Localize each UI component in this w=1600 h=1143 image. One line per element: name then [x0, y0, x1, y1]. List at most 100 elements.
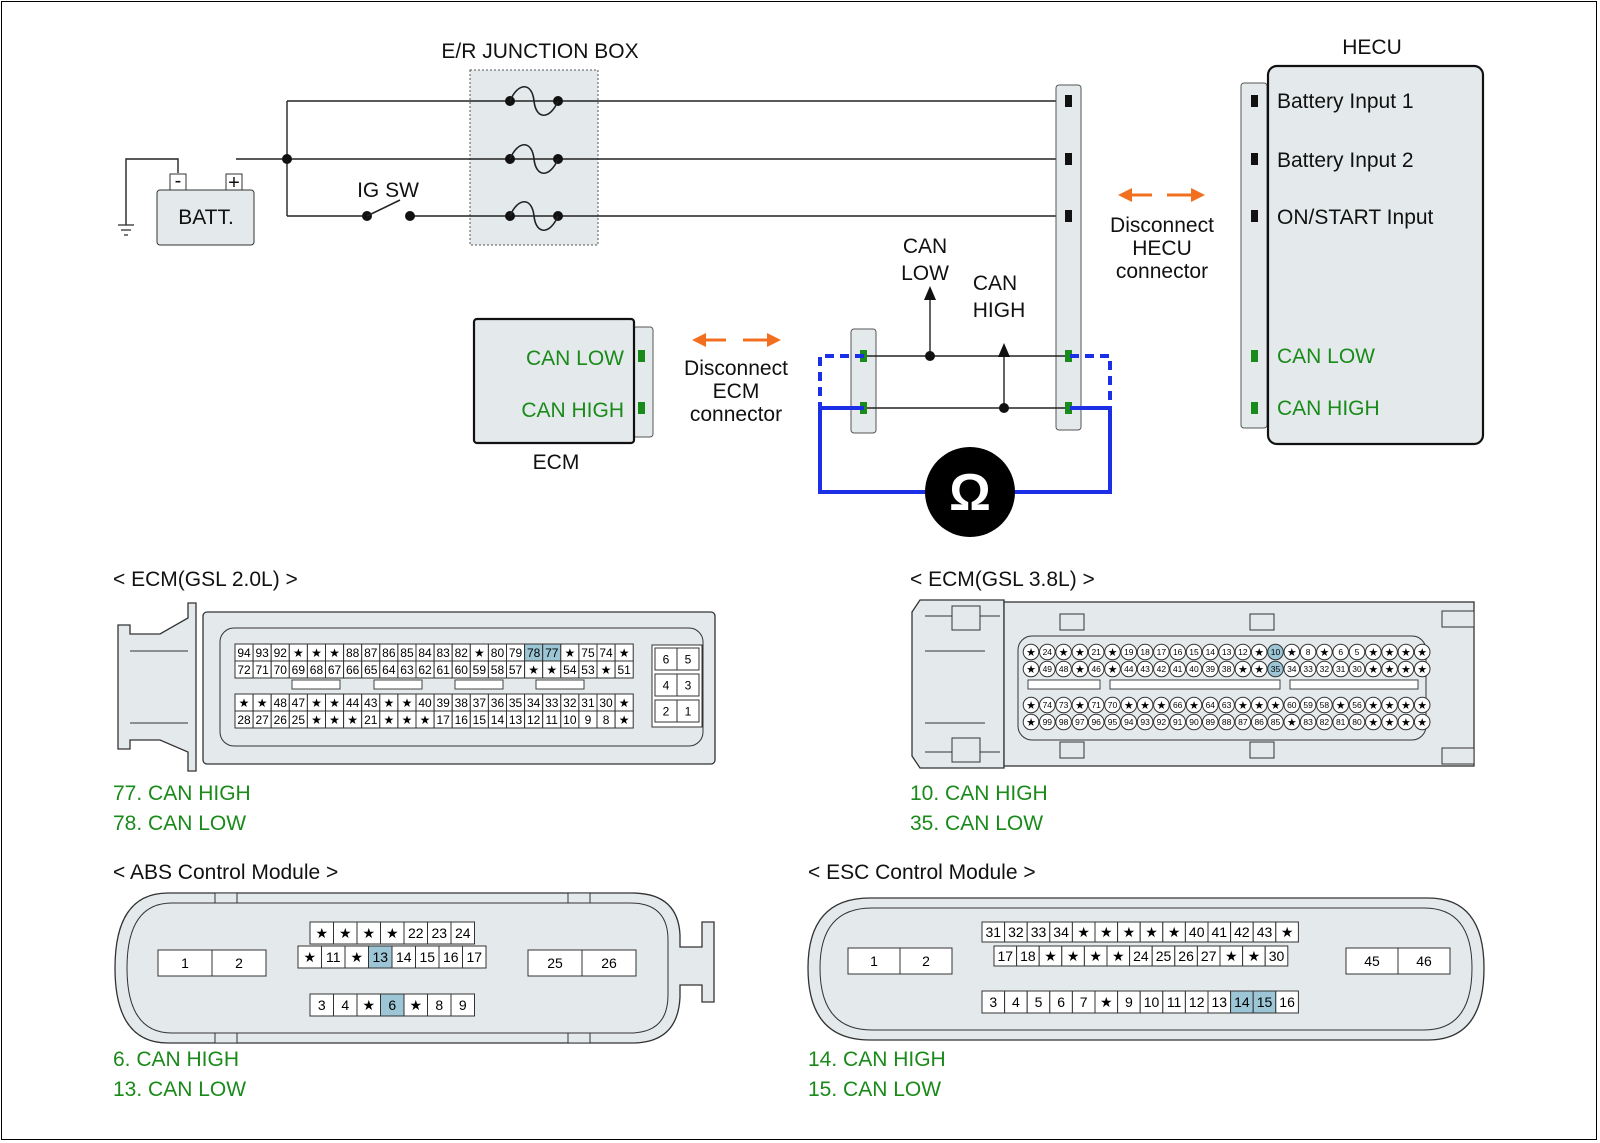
- pin-number: 33: [1031, 924, 1047, 940]
- pin-number: 69: [292, 663, 306, 677]
- pin-cell: [1185, 696, 1203, 714]
- pin-star-icon: ★: [619, 713, 630, 727]
- pin-number: 26: [601, 955, 617, 971]
- disconnect-hecu-label: connector: [1116, 260, 1208, 283]
- splice-point: [999, 403, 1009, 413]
- pin-cell: [1202, 713, 1219, 731]
- pin-number: 2: [235, 955, 243, 971]
- pin-number: 82: [1320, 717, 1330, 727]
- pin-legend: 78. CAN LOW: [113, 812, 246, 835]
- pin-legend: 15. CAN LOW: [808, 1078, 941, 1101]
- pin-cell: [1071, 643, 1089, 661]
- pin-cell: [1264, 945, 1289, 967]
- pin-cell: [1267, 713, 1284, 731]
- battery-label: BATT.: [178, 206, 234, 229]
- junction-box: E/R JUNCTION BOX: [441, 40, 639, 246]
- pin-star-icon: ★: [1077, 924, 1090, 940]
- pin-number: 30: [599, 696, 613, 710]
- pin-number: 57: [509, 663, 523, 677]
- pin-number: 66: [346, 663, 360, 677]
- pin-number: 6: [1057, 994, 1065, 1010]
- pin-cell: [1104, 643, 1121, 661]
- pin-number: 62: [418, 663, 432, 677]
- pin-star-icon: ★: [1059, 647, 1069, 659]
- pin-number: 88: [346, 646, 360, 660]
- arrow-up-icon: [998, 343, 1010, 357]
- pin-cell: [1348, 643, 1366, 661]
- pin-cell: [1381, 643, 1398, 661]
- pin-number: 78: [527, 646, 541, 660]
- pin-number: 85: [400, 646, 414, 660]
- power-wires: [125, 100, 1060, 225]
- pin-number: 61: [436, 663, 450, 677]
- pin-star-icon: ★: [362, 925, 375, 941]
- pin-cell: [1202, 643, 1219, 661]
- pin-number: 56: [1352, 700, 1362, 710]
- pin-number: 11: [1167, 994, 1182, 1010]
- pin-number: 8: [1306, 647, 1311, 657]
- pin-number: 26: [274, 713, 288, 727]
- pin-star-icon: ★: [1026, 700, 1036, 712]
- pin-number: 16: [1173, 647, 1183, 657]
- pin-number: 13: [372, 949, 388, 965]
- pin-number: 77: [545, 646, 559, 660]
- pin-star-icon: ★: [257, 696, 268, 710]
- pin-number: 11: [546, 713, 559, 727]
- hecu-pin-label: ON/START Input: [1277, 206, 1434, 229]
- pin-number: 86: [1254, 717, 1264, 727]
- pin-number: 48: [1059, 664, 1069, 674]
- pin-number: 10: [563, 713, 577, 727]
- pin-cell: [450, 993, 475, 1017]
- ohmmeter-icon: Ω: [949, 464, 991, 522]
- pin-number: 9: [459, 997, 467, 1013]
- pin-number: 41: [1173, 664, 1183, 674]
- ecm-title: ECM: [533, 451, 580, 474]
- pin-number: 3: [989, 994, 997, 1010]
- pin-star-icon: ★: [239, 696, 250, 710]
- pin-number: 21: [1091, 647, 1101, 657]
- pin-cell: [1397, 660, 1415, 678]
- connector-title: < ECM(GSL 3.8L) >: [910, 568, 1095, 591]
- pin-cell: [1104, 660, 1121, 678]
- pin-number: 15: [473, 713, 487, 727]
- pin-star-icon: ★: [329, 713, 340, 727]
- pin-star-icon: ★: [1417, 717, 1427, 729]
- pin-cell: [1234, 713, 1252, 731]
- pin-number: 65: [364, 663, 378, 677]
- pin-number: 41: [1212, 924, 1228, 940]
- pin-number: 11: [326, 949, 341, 965]
- pin-cell: [1381, 713, 1398, 731]
- battery-minus: -: [175, 170, 182, 192]
- ig-sw-label: IG SW: [357, 179, 419, 202]
- pin-number: 3: [685, 678, 692, 692]
- pin-star-icon: ★: [315, 925, 328, 941]
- pin-star-icon: ★: [1271, 700, 1281, 712]
- ignition-switch: IG SW: [357, 179, 419, 221]
- pin-number: 18: [1140, 647, 1150, 657]
- pin-number: 33: [545, 696, 559, 710]
- pin-number: 16: [455, 713, 469, 727]
- pin-cell: [1039, 643, 1056, 661]
- pin-number: 80: [491, 646, 505, 660]
- pin-cell: [1348, 696, 1366, 714]
- pin-number: 13: [509, 713, 523, 727]
- pin-number: 32: [1320, 664, 1330, 674]
- pin-star-icon: ★: [1254, 700, 1264, 712]
- pin-star-icon: ★: [619, 646, 630, 660]
- pin-number: 43: [364, 696, 378, 710]
- pin-star-icon: ★: [1044, 948, 1057, 964]
- pin-number: 49: [1043, 664, 1053, 674]
- pin-number: 34: [527, 696, 541, 710]
- disconnect-ecm-label: ECM: [713, 380, 760, 403]
- pin-number: 15: [1189, 647, 1199, 657]
- pin-star-icon: ★: [1145, 924, 1158, 940]
- pin-number: 24: [1043, 647, 1053, 657]
- pin-number: 30: [1269, 948, 1285, 964]
- connector-title: < ABS Control Module >: [113, 861, 338, 884]
- pin-number: 93: [1140, 717, 1150, 727]
- pin-star-icon: ★: [1067, 948, 1080, 964]
- pin-number: 33: [1303, 664, 1313, 674]
- pin-star-icon: ★: [564, 646, 575, 660]
- pin-number: 44: [346, 696, 360, 710]
- pin-star-icon: ★: [1075, 647, 1085, 659]
